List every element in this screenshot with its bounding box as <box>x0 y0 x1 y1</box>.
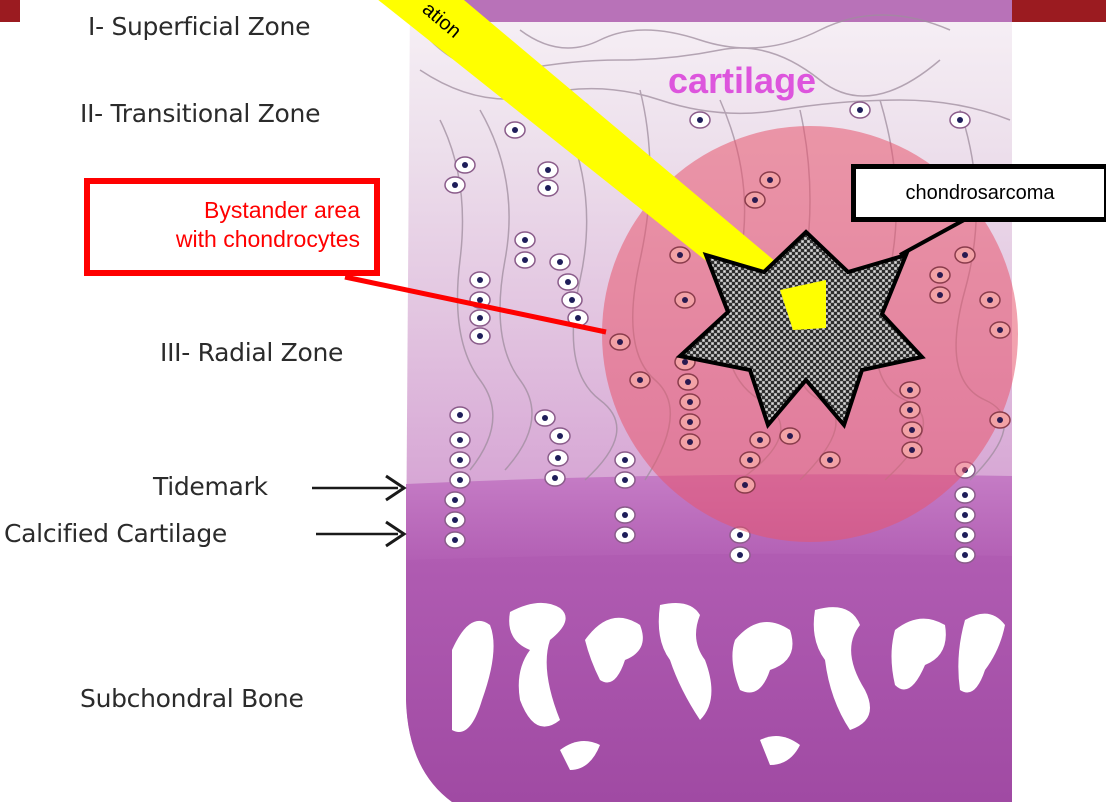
zone-label-radial: III- Radial Zone <box>160 338 343 367</box>
zone-arrows <box>312 476 404 546</box>
bystander-line-2: with chondrocytes <box>90 225 360 254</box>
zone-label-subchondral: Subchondral Bone <box>80 684 304 713</box>
zone-label-calcified: Calcified Cartilage <box>4 519 227 548</box>
bystander-area-callout: Bystander area with chondrocytes <box>84 178 380 276</box>
superficial-surface <box>410 0 1012 22</box>
zone-label-tidemark: Tidemark <box>153 472 268 501</box>
chondrosarcoma-callout: chondrosarcoma <box>851 164 1106 222</box>
zone-label-superficial: I- Superficial Zone <box>88 12 310 41</box>
zone-label-transitional: II- Transitional Zone <box>80 99 320 128</box>
bystander-line-1: Bystander area <box>90 196 360 225</box>
cartilage-label: cartilage <box>668 60 816 102</box>
